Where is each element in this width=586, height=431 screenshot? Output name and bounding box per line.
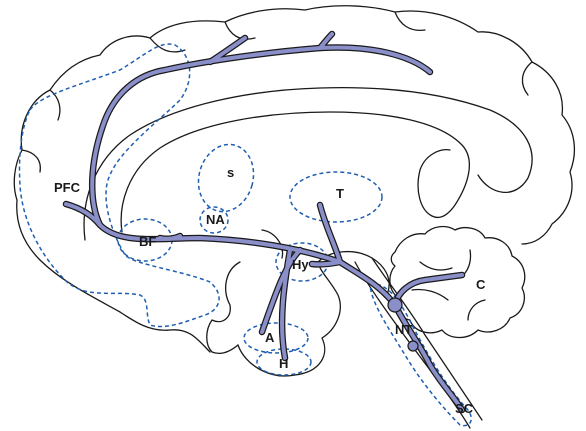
label-s: s [227,165,234,180]
temporal-lobe-contour [207,262,240,353]
label-bf: BF [139,234,156,249]
cortex-fold-4 [522,62,532,95]
cortex-fold-6 [50,90,60,120]
label-pfc: PFC [54,180,81,195]
label-c: C [476,277,486,292]
cortex-fold-5 [22,150,40,172]
cerebellum-fold-4 [468,300,485,320]
cerebellum-fold-2 [412,289,448,300]
cortex-fold-2 [225,22,255,39]
regions [19,44,471,426]
brainstem-nucleus-lower [408,341,418,351]
brain-outer-contour [14,6,574,352]
label-hy: Hy [292,257,309,272]
cortex-outline [14,6,574,376]
label-t: T [336,186,344,201]
tract-main-trunk-outline [92,47,430,305]
prefrontal-cortex-region [19,44,219,327]
tract-hy-branch [312,262,340,264]
label-sc: SC [455,401,474,416]
label-a: A [265,330,275,345]
cortex-fold-3 [395,12,425,30]
tract-main-trunk [92,47,430,305]
corpus-callosum-inner [121,112,469,232]
septum-region [191,138,261,218]
hippocampal-contour [238,262,340,376]
cortex-fold-1 [150,38,185,52]
label-na: NA [206,212,225,227]
cerebellum-fold-1 [420,262,452,270]
amygdala-region [244,323,308,353]
label-h: H [279,356,288,371]
label-nt: NT [395,322,412,337]
brainstem-nucleus-upper [388,298,402,312]
